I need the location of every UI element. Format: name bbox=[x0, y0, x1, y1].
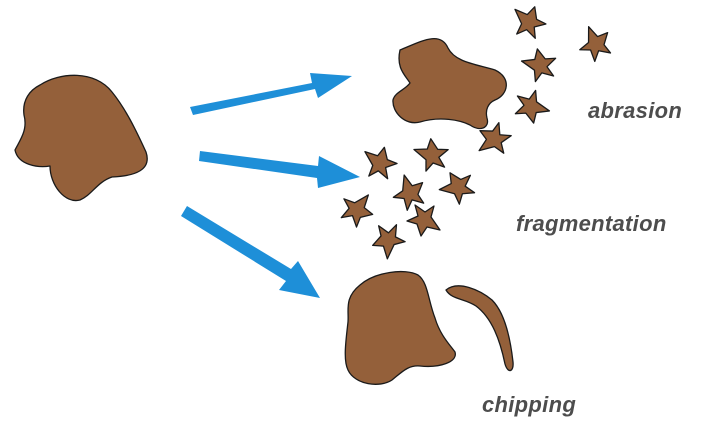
fragmentation-fragments bbox=[341, 135, 481, 262]
fragment bbox=[388, 170, 433, 215]
chipped-particle bbox=[345, 272, 455, 385]
fragment bbox=[341, 193, 375, 229]
abrasion-fragment bbox=[510, 87, 552, 127]
abrasion-label: abrasion bbox=[588, 98, 682, 124]
fragment bbox=[363, 146, 399, 180]
arrow-to-chipping bbox=[181, 206, 320, 298]
abrasion-fragment bbox=[519, 44, 561, 84]
abrasion-fragment bbox=[574, 22, 619, 66]
fragment bbox=[435, 164, 480, 209]
abrasion-fragment bbox=[511, 3, 549, 39]
chipping-label: chipping bbox=[482, 392, 576, 418]
arrow-to-fragmentation bbox=[199, 151, 360, 188]
fragment bbox=[366, 218, 409, 262]
chip-fragment bbox=[446, 286, 513, 371]
original-particle bbox=[15, 75, 147, 200]
arrow-to-abrasion bbox=[190, 73, 352, 115]
fragment bbox=[407, 205, 440, 236]
fragment bbox=[412, 135, 452, 173]
abraded-particle bbox=[393, 39, 506, 129]
fragmentation-label: fragmentation bbox=[516, 211, 667, 237]
